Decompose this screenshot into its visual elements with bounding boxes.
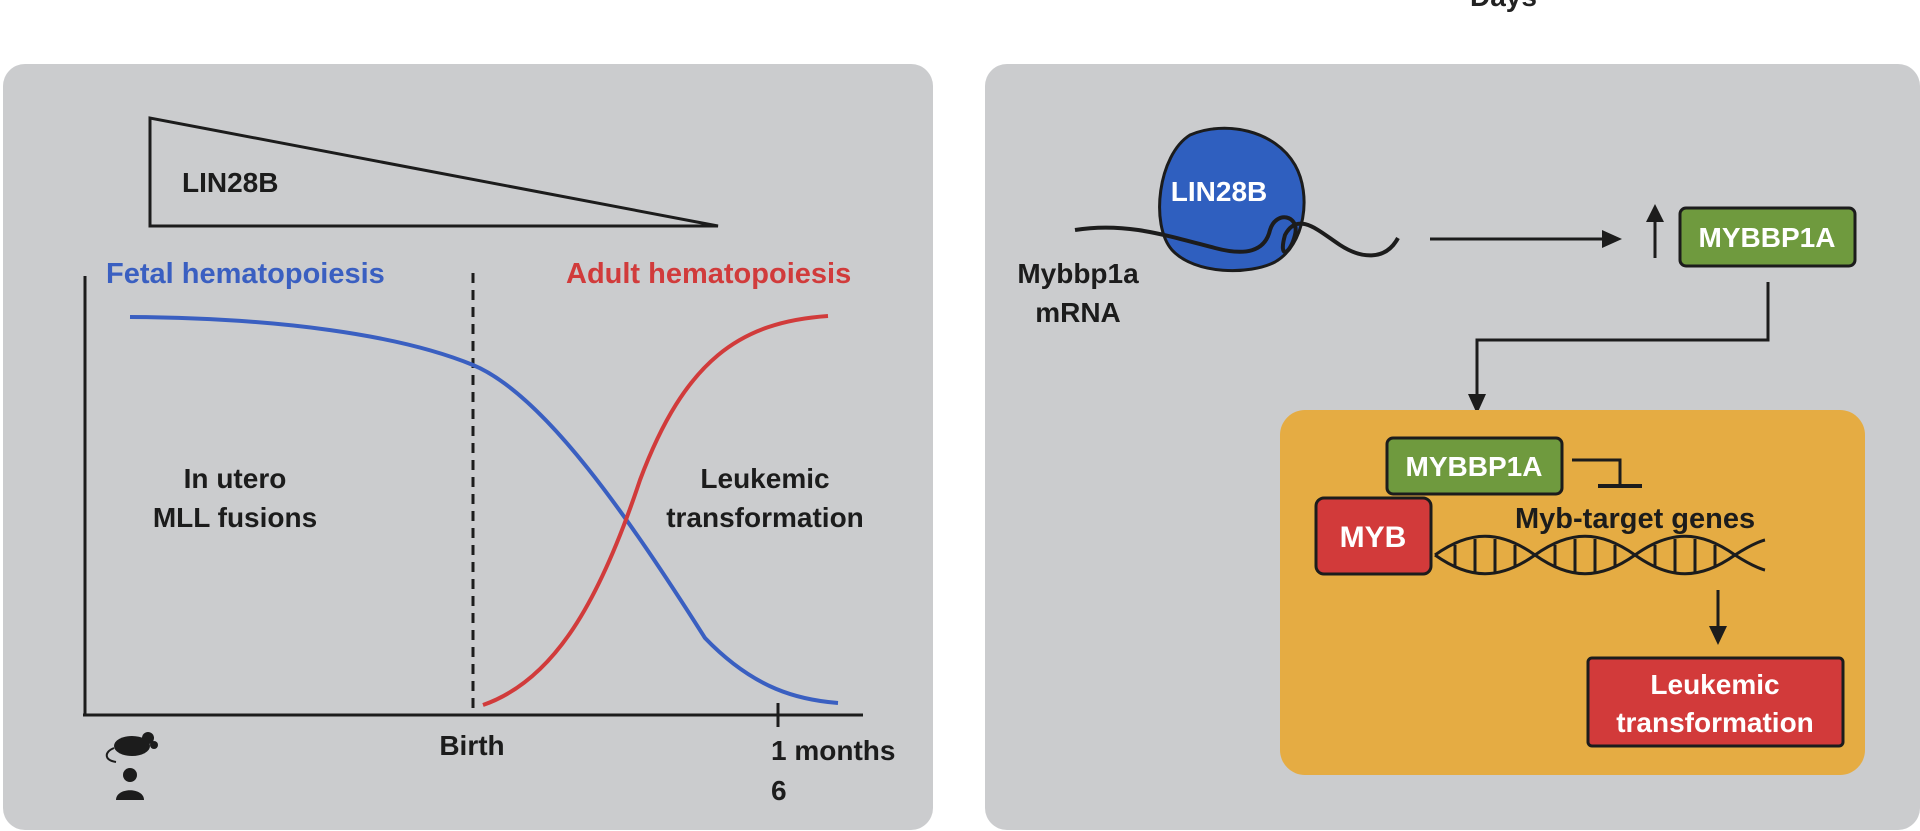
mybbp1a-complex-box — [1385, 436, 1564, 496]
adult-hematopoiesis-curve — [482, 314, 829, 707]
mybbp1a-top-label: MYBBP1A — [1699, 222, 1836, 253]
connector-arrow — [1475, 282, 1770, 396]
in-utero-label-line2: MLL fusions — [153, 502, 317, 533]
mybbp1a-mrna-strand — [1074, 215, 1400, 258]
mrna-label-line1: Mybbp1a — [1017, 258, 1139, 289]
x-tick-label-upper: 1 months — [771, 735, 895, 766]
myb-target-genes-label: Myb-target genes — [1515, 503, 1755, 535]
mybbp1a-top-box — [1678, 206, 1857, 268]
leukemic-box-label-line1: Leukemic — [1650, 669, 1779, 700]
downstream-arrowhead — [1709, 626, 1727, 645]
leukemic-box-label-line2: transformation — [1616, 707, 1814, 738]
left-panel: LIN28B Fetal hematopoiesis Adult hematop… — [3, 64, 933, 830]
inhibition-line — [1572, 458, 1622, 484]
connector-arrowhead — [1468, 394, 1486, 414]
human-icon — [116, 768, 144, 800]
fetal-hematopoiesis-label: Fetal hematopoiesis — [106, 258, 385, 290]
x-tick-label-lower: 6 — [771, 775, 787, 806]
mybbp1a-complex-label: MYBBP1A — [1406, 451, 1543, 482]
x-label-birth: Birth — [439, 730, 504, 761]
mrna-label-line2: mRNA — [1035, 297, 1121, 328]
top-cut-label: Days — [1470, 0, 1537, 12]
lin28b-protein-label: LIN28B — [1171, 176, 1267, 207]
right-panel: LIN28B Mybbp1a mRNA MYBBP1A MYBBP1A MYB … — [985, 64, 1920, 830]
left-panel-background — [3, 64, 933, 830]
lin28b-gradient-label: LIN28B — [182, 167, 278, 198]
fetal-hematopoiesis-curve — [129, 315, 839, 705]
mouse-icon — [105, 732, 158, 763]
leukemic-label-line1: Leukemic — [700, 463, 829, 494]
leukemic-transformation-box — [1586, 656, 1845, 748]
adult-hematopoiesis-label: Adult hematopoiesis — [566, 258, 851, 290]
increase-arrowhead — [1646, 204, 1664, 222]
translation-arrowhead — [1602, 230, 1622, 248]
dna-helix — [1434, 534, 1766, 576]
myb-label: MYB — [1340, 521, 1407, 554]
lin28b-gradient-wedge — [148, 116, 719, 228]
in-utero-label-line1: In utero — [184, 463, 287, 494]
myb-box — [1314, 496, 1433, 576]
leukemic-label-line2: transformation — [666, 502, 864, 533]
